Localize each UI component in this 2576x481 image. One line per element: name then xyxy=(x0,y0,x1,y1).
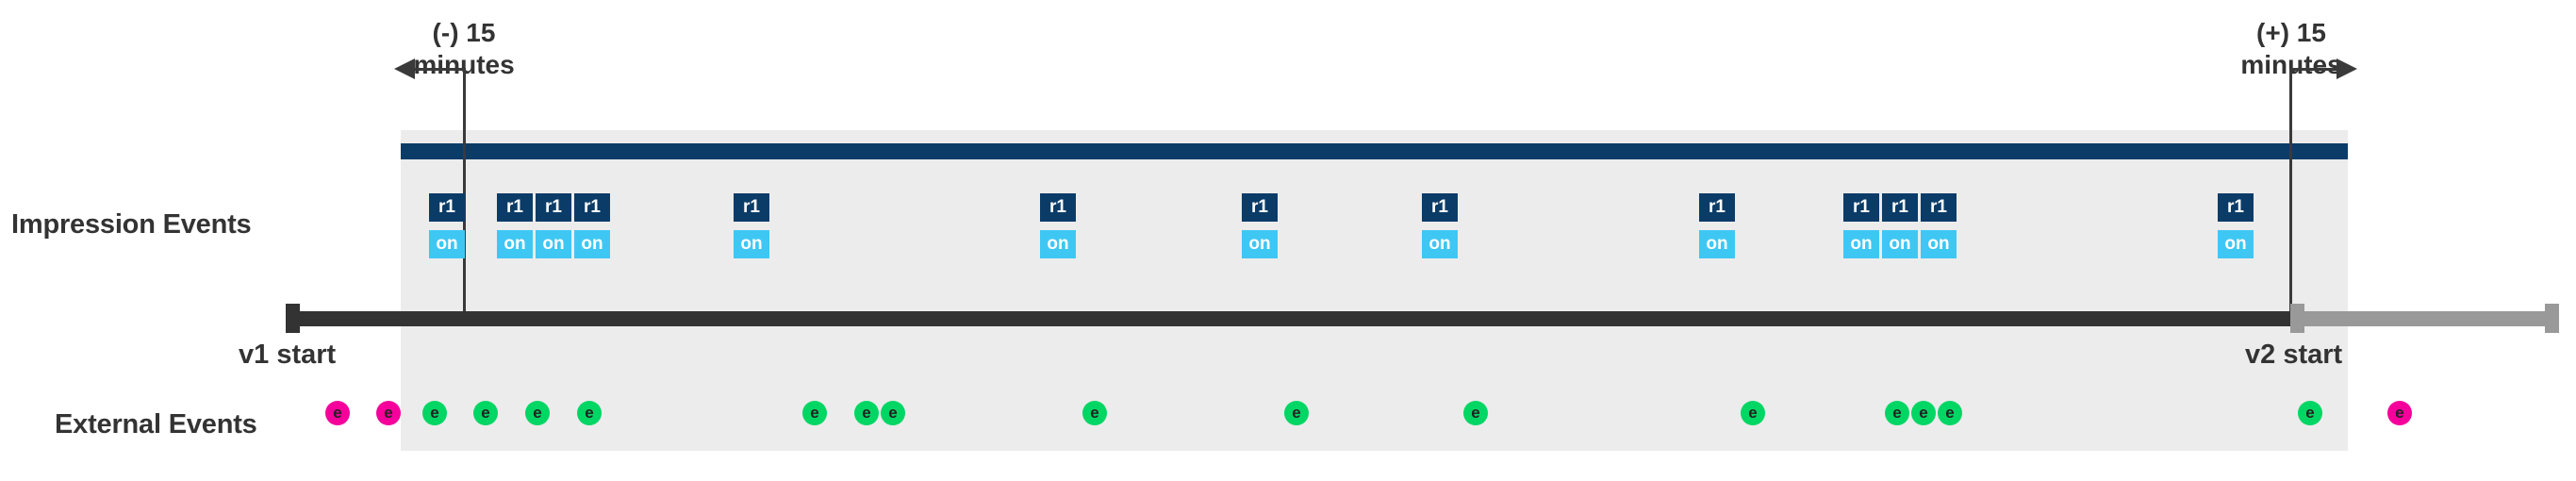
external-event-dot[interactable]: e xyxy=(1885,401,1909,425)
impression-badge-rule: r1 xyxy=(1843,193,1879,222)
external-event-dot[interactable]: e xyxy=(1463,401,1488,425)
external-event-dot[interactable]: e xyxy=(854,401,879,425)
impression-badge-state: on xyxy=(497,230,533,258)
v2-timeline-bar xyxy=(2290,311,2559,326)
impression-badge-state: on xyxy=(734,230,769,258)
impression-badge-state: on xyxy=(429,230,465,258)
impression-badge-rule: r1 xyxy=(734,193,769,222)
impression-event-badge-stack[interactable]: r1 on xyxy=(497,193,533,258)
impression-event-badge-stack[interactable]: r1 on xyxy=(1699,193,1735,258)
external-event-dot[interactable]: e xyxy=(525,401,550,425)
impression-badge-state: on xyxy=(1921,230,1957,258)
impression-event-badge-stack[interactable]: r1 on xyxy=(429,193,465,258)
impression-event-badge-stack[interactable]: r1 on xyxy=(1882,193,1918,258)
v1-timeline-bar xyxy=(289,311,2290,326)
impression-event-badge-stack[interactable]: r1 on xyxy=(574,193,610,258)
left-boundary-guide-line xyxy=(463,68,466,318)
external-events-row-label: External Events xyxy=(55,409,257,440)
impression-badge-rule: r1 xyxy=(1040,193,1076,222)
v2-start-cap xyxy=(2290,304,2304,333)
impression-badge-rule: r1 xyxy=(574,193,610,222)
external-event-dot[interactable]: e xyxy=(325,401,350,425)
v1-start-cap xyxy=(286,304,300,333)
impression-event-badge-stack[interactable]: r1 on xyxy=(1921,193,1957,258)
external-event-dot[interactable]: e xyxy=(1741,401,1765,425)
impression-badge-rule: r1 xyxy=(1921,193,1957,222)
external-event-dot[interactable]: e xyxy=(2298,401,2322,425)
impression-event-badge-stack[interactable]: r1 on xyxy=(1040,193,1076,258)
impression-event-badge-stack[interactable]: r1 on xyxy=(1242,193,1278,258)
v2-start-caption: v2 start xyxy=(2245,340,2343,370)
external-event-dot[interactable]: e xyxy=(2387,401,2412,425)
right-arrow-icon xyxy=(2337,58,2357,79)
impression-badge-rule: r1 xyxy=(1422,193,1458,222)
left-arrow-stem xyxy=(411,68,464,71)
impression-badge-state: on xyxy=(1040,230,1076,258)
impression-badge-state: on xyxy=(574,230,610,258)
external-event-dot[interactable]: e xyxy=(1284,401,1309,425)
impression-badge-state: on xyxy=(1422,230,1458,258)
impression-event-badge-stack[interactable]: r1 on xyxy=(734,193,769,258)
v2-end-cap xyxy=(2545,304,2559,333)
external-event-dot[interactable]: e xyxy=(1938,401,1962,425)
plus-15-minutes-callout: (+) 15 minutes xyxy=(2240,18,2342,80)
v1-start-caption: v1 start xyxy=(239,340,337,370)
external-event-dot[interactable]: e xyxy=(422,401,447,425)
impression-badge-state: on xyxy=(536,230,571,258)
impression-event-badge-stack[interactable]: r1 on xyxy=(1843,193,1879,258)
attribution-window-panel xyxy=(401,130,2348,451)
impression-badge-state: on xyxy=(1882,230,1918,258)
impression-badge-rule: r1 xyxy=(536,193,571,222)
impression-event-badge-stack[interactable]: r1 on xyxy=(536,193,571,258)
external-event-dot[interactable]: e xyxy=(1082,401,1107,425)
impression-badge-rule: r1 xyxy=(1699,193,1735,222)
impression-event-badge-stack[interactable]: r1 on xyxy=(2218,193,2254,258)
right-boundary-guide-line xyxy=(2289,68,2292,318)
external-event-dot[interactable]: e xyxy=(1911,401,1936,425)
impression-badge-rule: r1 xyxy=(1882,193,1918,222)
impression-badge-state: on xyxy=(1699,230,1735,258)
impression-badge-rule: r1 xyxy=(2218,193,2254,222)
impression-badge-rule: r1 xyxy=(429,193,465,222)
impression-badge-rule: r1 xyxy=(1242,193,1278,222)
impression-events-row-label: Impression Events xyxy=(11,209,252,240)
left-arrow-icon xyxy=(394,58,415,79)
impression-badge-state: on xyxy=(2218,230,2254,258)
impression-badge-state: on xyxy=(1242,230,1278,258)
external-event-dot[interactable]: e xyxy=(577,401,602,425)
impression-badge-state: on xyxy=(1843,230,1879,258)
external-event-dot[interactable]: e xyxy=(802,401,827,425)
impression-badge-rule: r1 xyxy=(497,193,533,222)
external-event-dot[interactable]: e xyxy=(376,401,401,425)
external-event-dot[interactable]: e xyxy=(881,401,905,425)
navy-top-rail xyxy=(401,143,2348,159)
external-event-dot[interactable]: e xyxy=(473,401,498,425)
impression-event-badge-stack[interactable]: r1 on xyxy=(1422,193,1458,258)
right-arrow-stem xyxy=(2290,68,2343,71)
